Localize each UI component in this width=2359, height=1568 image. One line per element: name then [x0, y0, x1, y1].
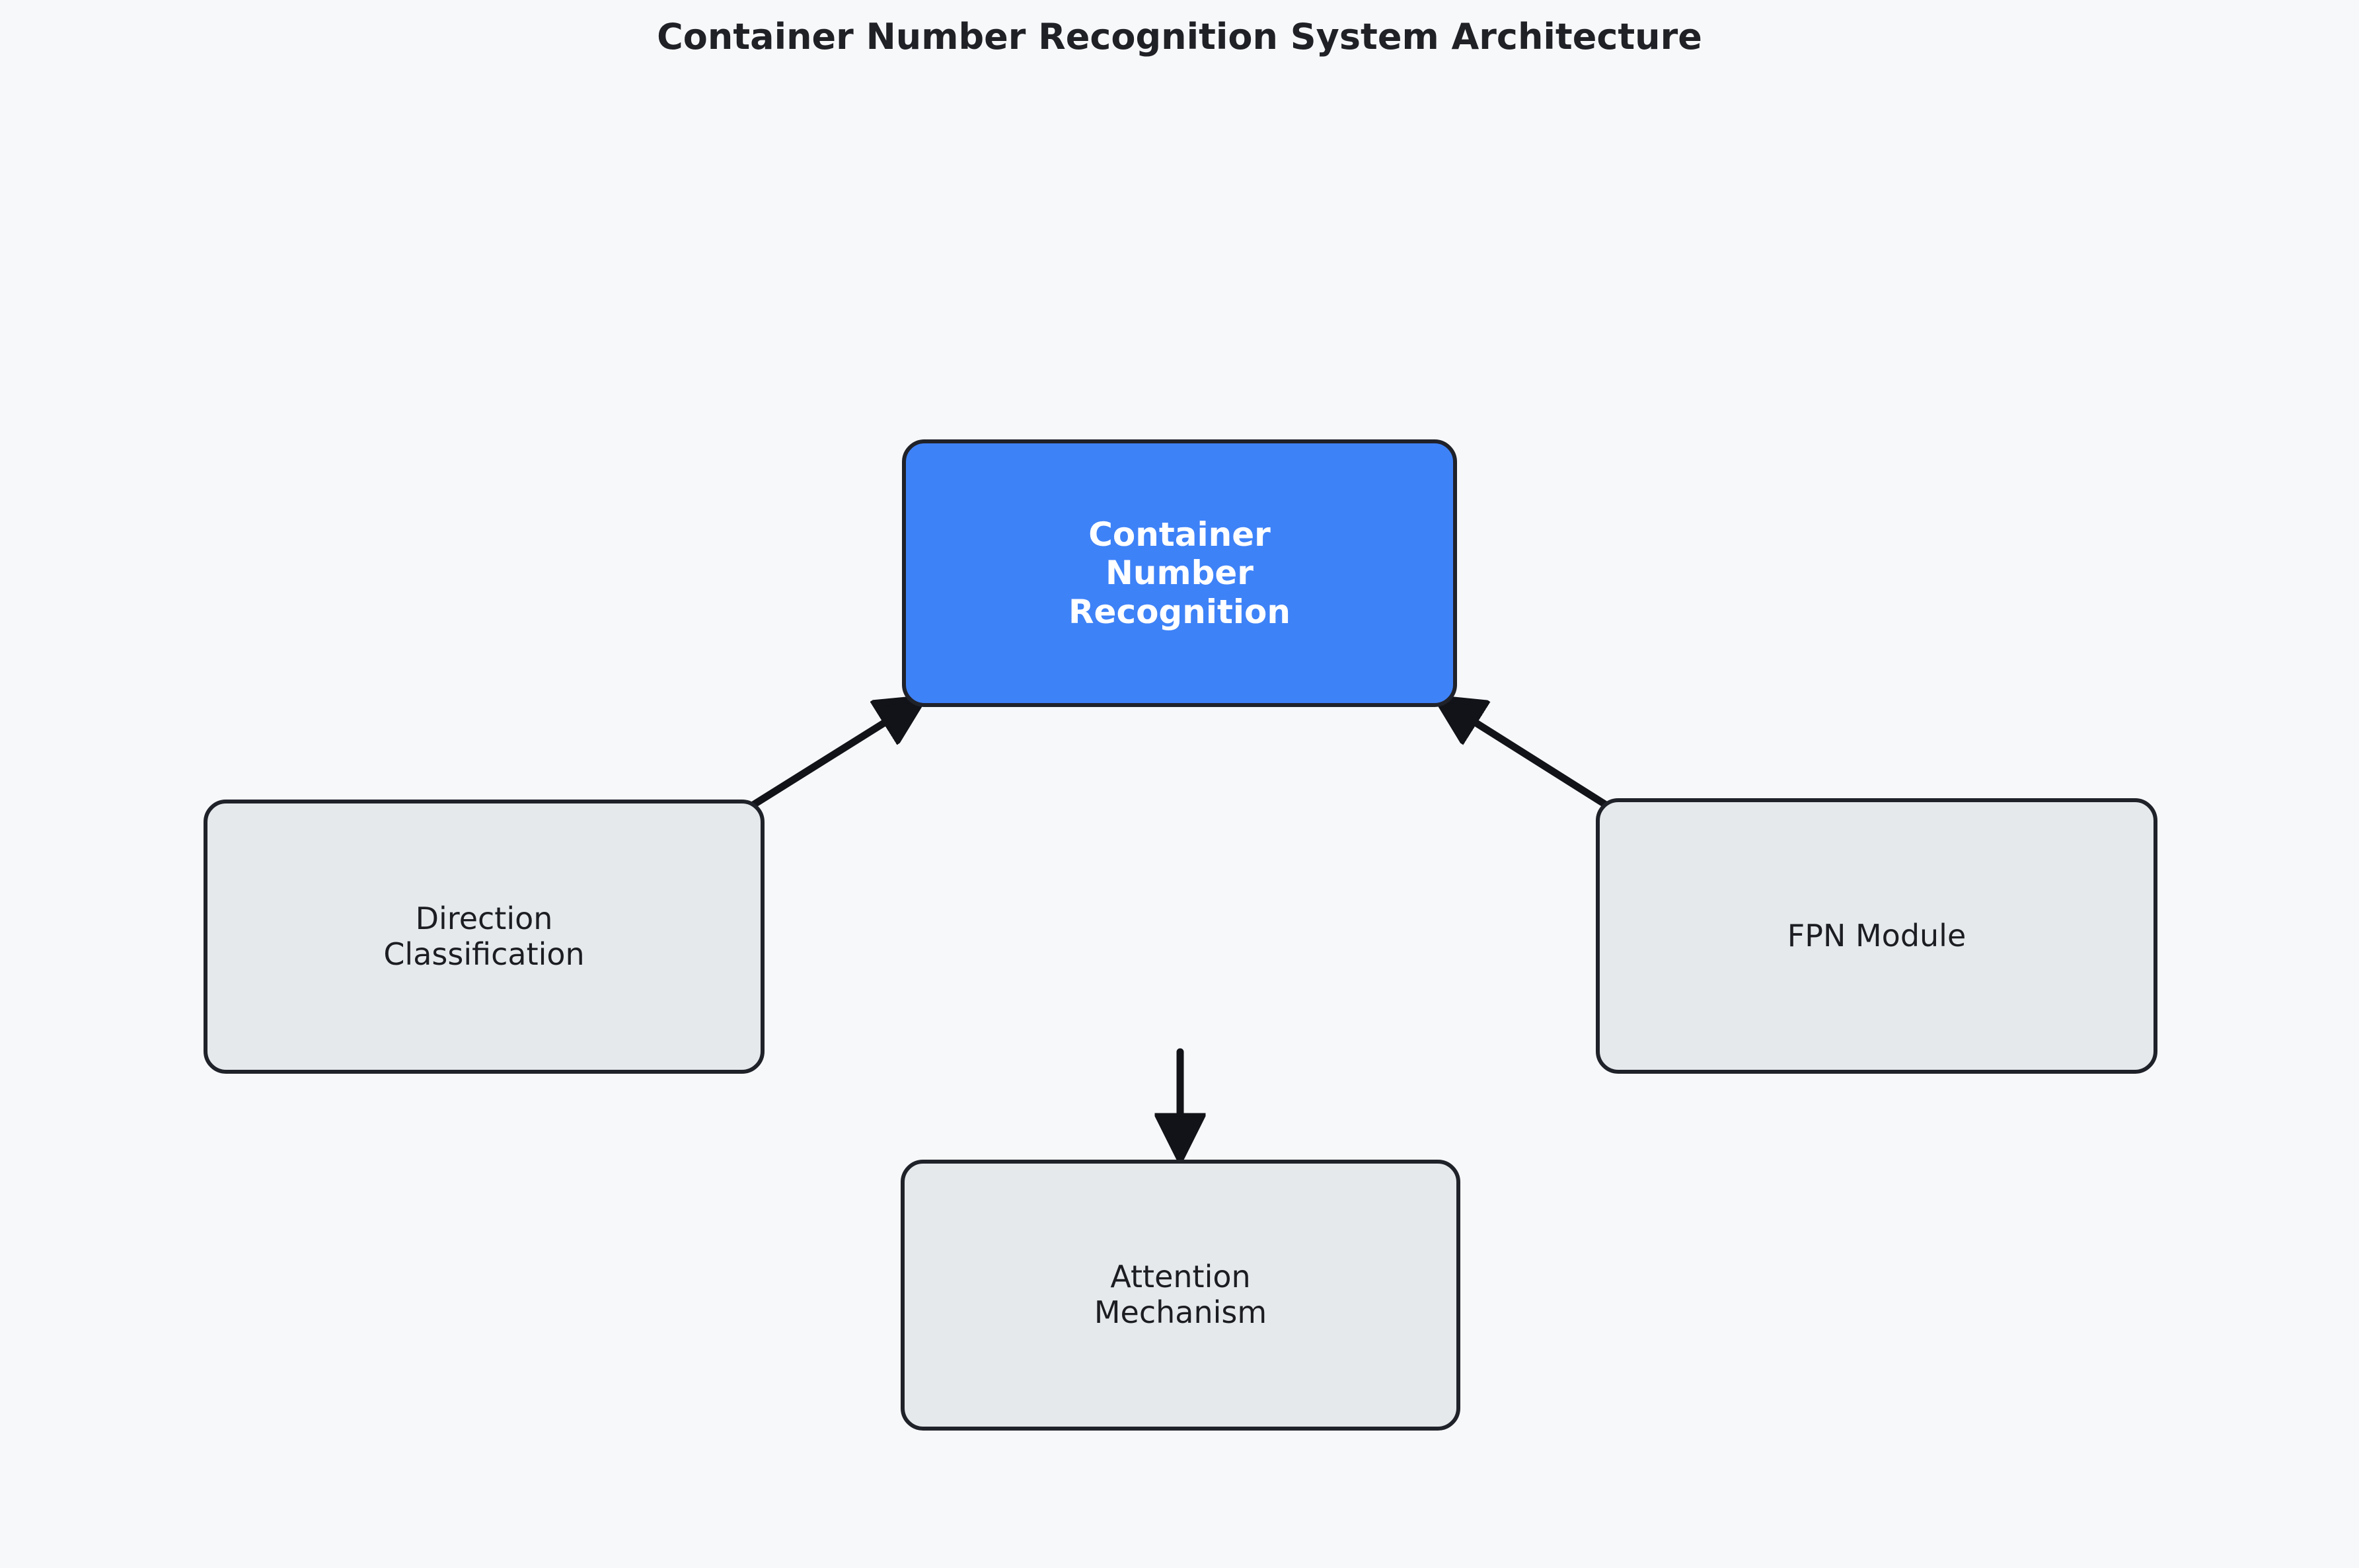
node-direction-classification[interactable]: Direction Classification: [204, 800, 765, 1074]
node-attention-mechanism[interactable]: Attention Mechanism: [901, 1160, 1460, 1431]
node-container-number-recognition[interactable]: Container Number Recognition: [902, 439, 1457, 707]
page-title: Container Number Recognition System Arch…: [657, 16, 1702, 57]
node-fpn-module[interactable]: FPN Module: [1596, 798, 2157, 1074]
